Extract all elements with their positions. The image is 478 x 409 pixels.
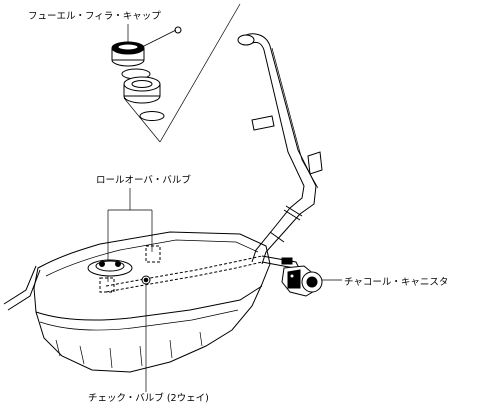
label-fuel-filler-cap: フューエル・フィラ・キャップ: [28, 11, 161, 22]
pipe-bracket-lower: [307, 151, 323, 175]
cap-gasket-2: [139, 111, 165, 121]
guide-line-right: [159, 3, 241, 143]
fuel-tank: [3, 231, 271, 373]
cap-tether: [139, 29, 177, 49]
rollover-valve-b: [145, 245, 161, 263]
cap-tether-ring: [174, 26, 182, 34]
guide-line-left: [123, 97, 161, 143]
fuel-filler-cap: [111, 26, 182, 121]
label-rollover-valve: ロールオーバ・バルブ: [96, 174, 191, 186]
filler-pipe: [237, 33, 323, 265]
filler-pipe-mouth: [237, 34, 255, 46]
rollover-valve-a: [99, 277, 115, 293]
pipe-bracket-upper: [251, 115, 275, 131]
charcoal-canister: [261, 255, 323, 297]
label-check-valve: チェック・バルブ (2ウェイ): [88, 392, 209, 404]
vapor-line: [105, 255, 263, 287]
label-charcoal-canister: チャコール・キャニスタ: [344, 277, 448, 288]
